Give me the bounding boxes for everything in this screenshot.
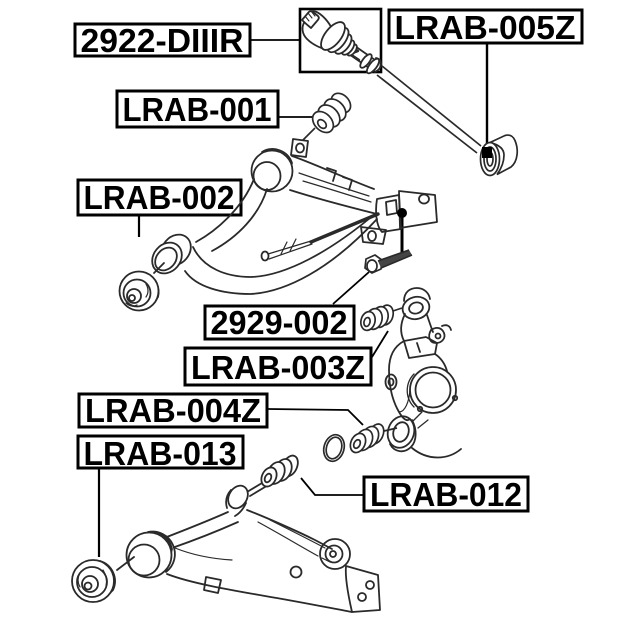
svg-text:LRAB-005Z: LRAB-005Z <box>395 9 576 46</box>
svg-text:LRAB-004Z: LRAB-004Z <box>85 392 261 429</box>
svg-text:LRAB-003Z: LRAB-003Z <box>191 349 365 386</box>
svg-text:LRAB-001: LRAB-001 <box>123 91 272 128</box>
svg-text:LRAB-012: LRAB-012 <box>370 476 522 513</box>
svg-text:2929-002: 2929-002 <box>211 304 348 341</box>
svg-text:LRAB-013: LRAB-013 <box>84 435 237 472</box>
svg-text:LRAB-002: LRAB-002 <box>84 179 235 216</box>
svg-text:2922-DIIIR: 2922-DIIIR <box>81 22 244 59</box>
